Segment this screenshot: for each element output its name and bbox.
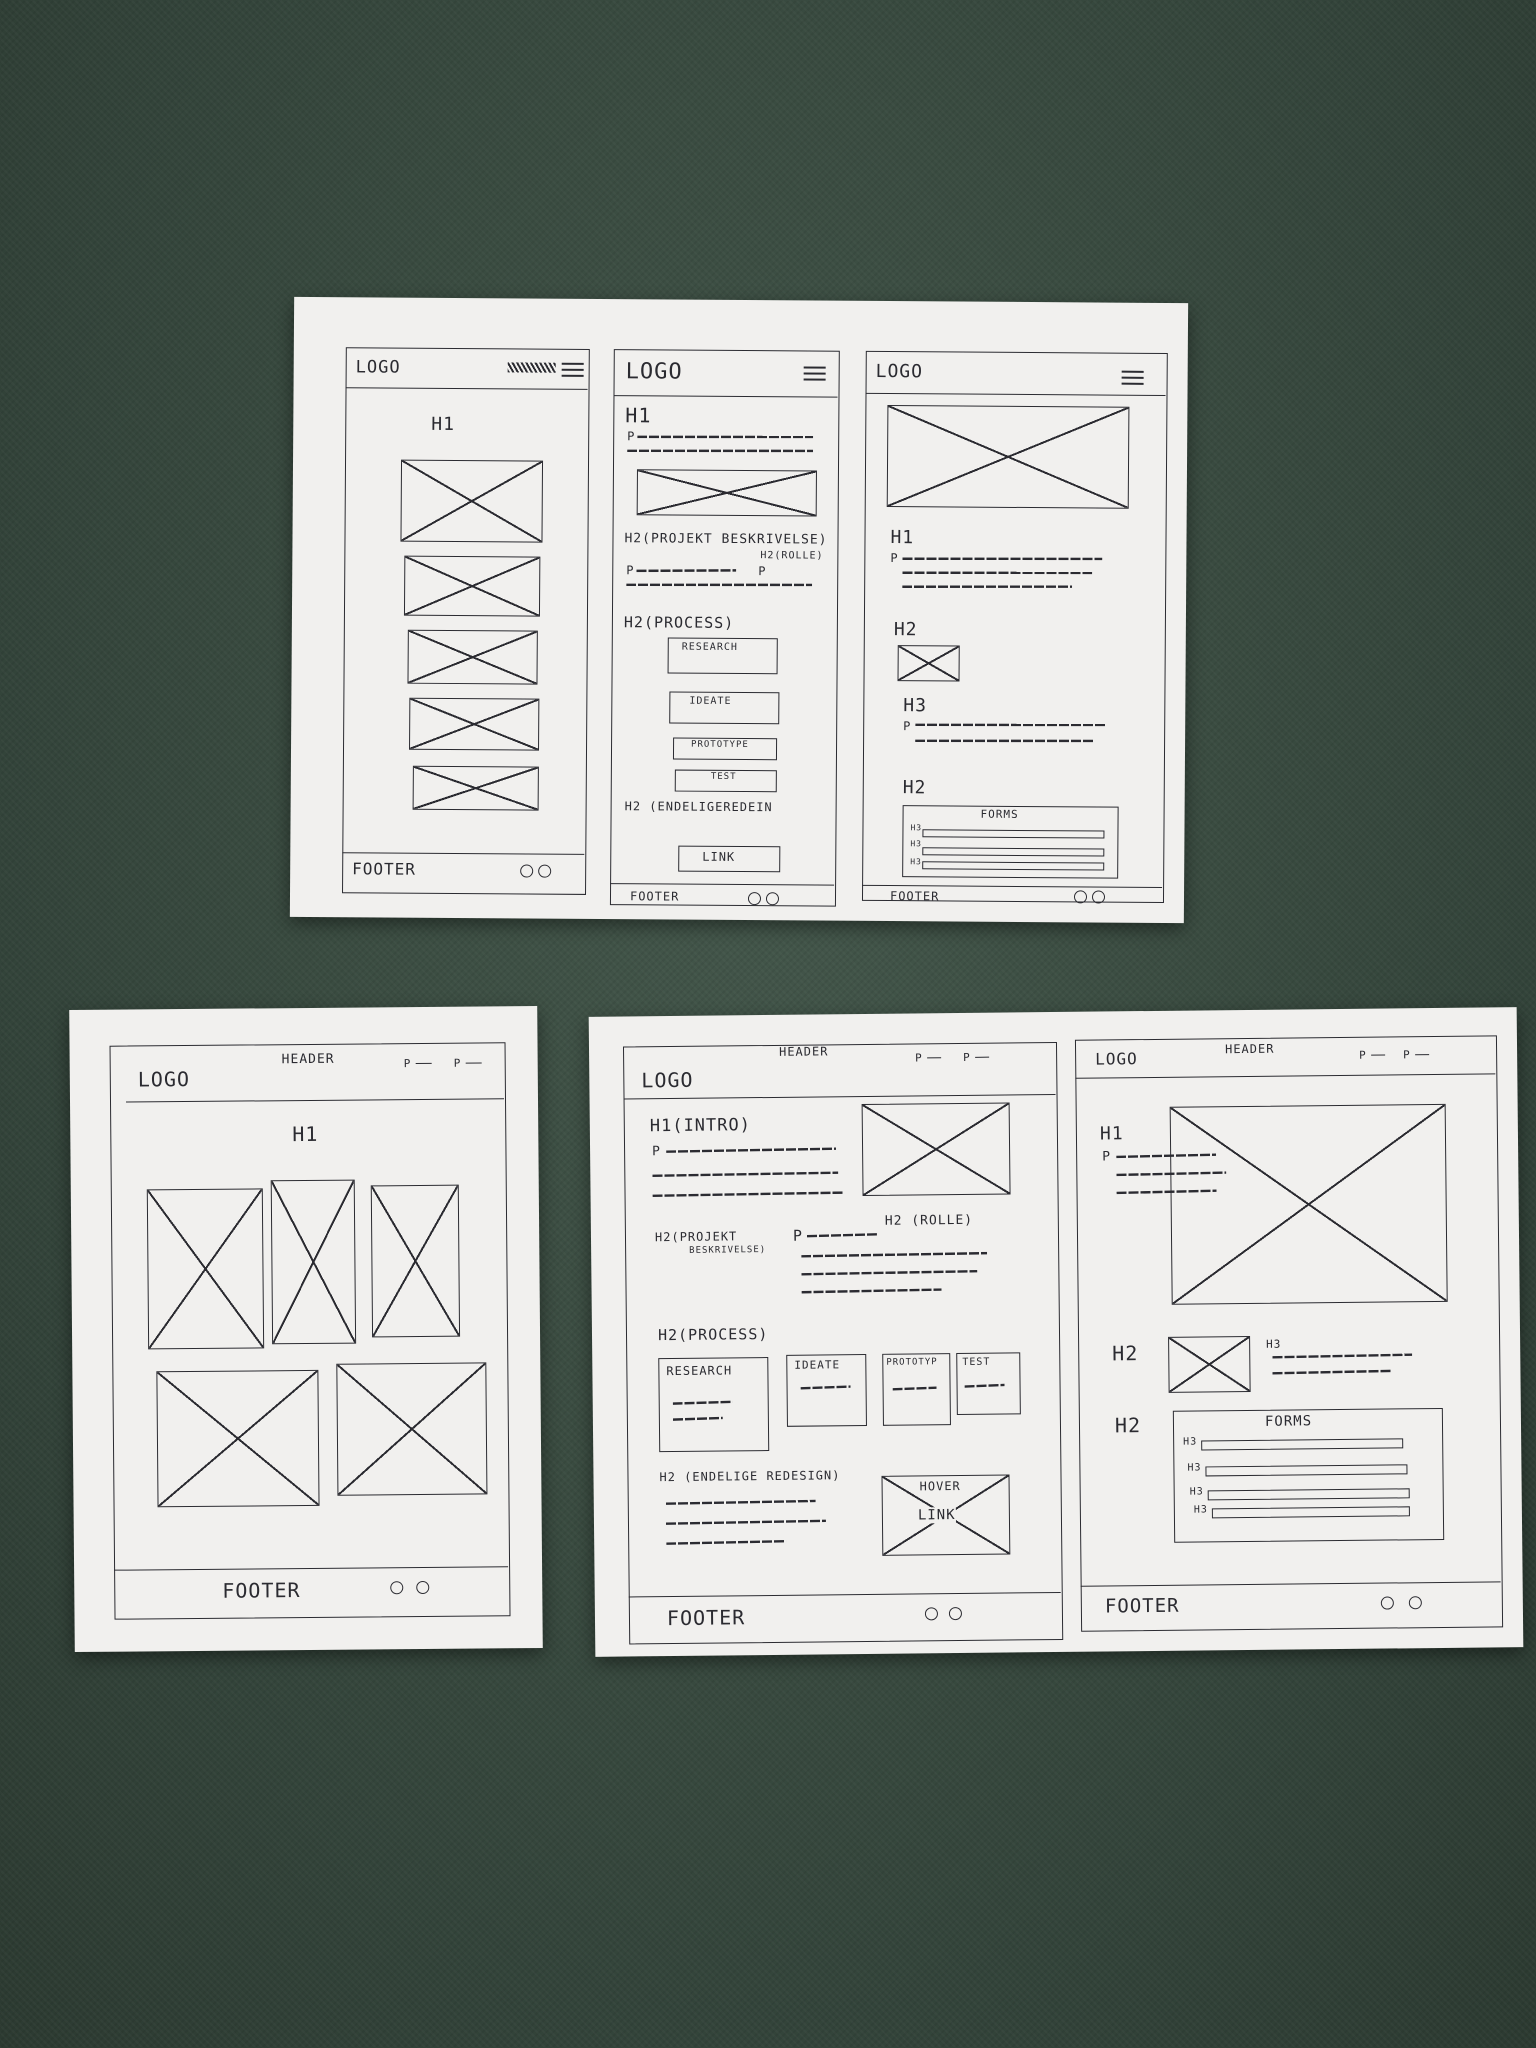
- nav-link: P: [1359, 1048, 1367, 1062]
- paragraph-marker: P: [792, 1226, 804, 1245]
- footer-label: FOOTER: [629, 889, 680, 904]
- image-placeholder: [407, 629, 538, 685]
- image-placeholder: [146, 1188, 265, 1350]
- image-placeholder: [370, 1184, 461, 1338]
- heading-h1: H1: [625, 403, 652, 428]
- image-placeholder: [403, 555, 541, 617]
- image-placeholder: [412, 765, 539, 811]
- sketch-sheet-right: HEADER P P LOGO H1(INTRO) P H2(PROJEKT B…: [588, 1007, 1524, 1657]
- heading-h2: H2 (ENDELIGEREDEIN: [624, 799, 773, 815]
- form-field: [1207, 1488, 1410, 1501]
- image-placeholder: [409, 697, 540, 751]
- paragraph-marker: P: [758, 564, 767, 579]
- footer-label: FOOTER: [352, 859, 417, 879]
- image-placeholder: [1169, 1103, 1448, 1305]
- header-label: HEADER: [281, 1051, 335, 1068]
- image-placeholder: [270, 1179, 357, 1345]
- paragraph-marker: P: [652, 1144, 661, 1160]
- heading-h2: H2 (ENDELIGE REDESIGN): [659, 1468, 841, 1485]
- header-label: HEADER: [778, 1044, 829, 1059]
- nav-link: P: [1403, 1048, 1411, 1062]
- image-placeholder: [897, 645, 960, 682]
- paragraph-marker: P: [890, 551, 899, 566]
- nav-link: P: [915, 1051, 923, 1065]
- social-icon: [1380, 1596, 1394, 1610]
- hamburger-menu-icon: [1121, 370, 1144, 385]
- sketch-sheet-top: LOGO H1 FOOTER LOGO H1 P H2(PROJEKT BESK…: [289, 296, 1189, 924]
- heading-h1: H1: [890, 527, 915, 549]
- heading-h2: H2(ROLLE): [760, 550, 824, 562]
- form-field: [922, 829, 1105, 839]
- social-icon: [1073, 890, 1088, 904]
- paragraph-marker: P: [627, 429, 636, 444]
- form-field: [1205, 1464, 1408, 1477]
- heading-h3: H3: [903, 695, 928, 717]
- form-field: [922, 847, 1105, 857]
- social-icon: [747, 892, 762, 906]
- social-icon: [765, 892, 780, 906]
- social-icon: [1408, 1596, 1422, 1610]
- paragraph-marker: P: [1102, 1149, 1112, 1165]
- image-placeholder: [336, 1362, 488, 1496]
- heading-h2: H2: [902, 777, 927, 799]
- social-icon: [924, 1607, 939, 1621]
- paragraph-marker: P: [626, 563, 635, 578]
- form-field: [1211, 1506, 1410, 1519]
- social-icon: [1091, 890, 1106, 904]
- social-icon: [538, 864, 552, 878]
- form-field: [1201, 1438, 1404, 1451]
- heading-h2: H2: [893, 619, 918, 641]
- hamburger-menu-icon: [803, 366, 826, 381]
- image-placeholder: [156, 1369, 320, 1508]
- image-placeholder: [400, 459, 544, 543]
- nav-link: P: [453, 1056, 462, 1070]
- paragraph-marker: P: [903, 719, 912, 734]
- wireframe-frame: [342, 347, 590, 895]
- heading-h3: H3: [1266, 1337, 1282, 1351]
- heading-h2: H2(PROJEKT: [654, 1229, 738, 1245]
- nav-link: P: [403, 1057, 412, 1071]
- scribbled-out-text: [507, 362, 556, 373]
- footer-label: FOOTER: [1104, 1594, 1180, 1618]
- logo-label: LOGO: [137, 1067, 191, 1092]
- image-placeholder: [861, 1102, 1011, 1197]
- heading-h2: H2 (ROLLE): [884, 1212, 974, 1229]
- footer-label: FOOTER: [222, 1578, 301, 1603]
- heading-h2: H2: [1114, 1413, 1142, 1438]
- sketch-sheet-left: LOGO HEADER P P H1 FOOTER: [69, 1005, 543, 1653]
- hamburger-menu-icon: [561, 362, 584, 377]
- form-field: [922, 861, 1105, 871]
- heading-h2: H2: [1112, 1341, 1139, 1366]
- footer-label: FOOTER: [666, 1605, 746, 1631]
- nav-link: P: [963, 1050, 971, 1064]
- logo-label: LOGO: [625, 359, 683, 385]
- header-label: HEADER: [1224, 1041, 1275, 1057]
- social-icon: [520, 864, 534, 878]
- footer-label: FOOTER: [889, 889, 940, 904]
- heading-h2: H2(PROCESS): [623, 613, 735, 632]
- image-placeholder: [1168, 1335, 1251, 1393]
- logo-label: LOGO: [641, 1067, 694, 1093]
- heading-h1: H1(INTRO): [649, 1115, 752, 1137]
- logo-label: LOGO: [875, 360, 924, 383]
- heading-h1: H1: [431, 413, 456, 436]
- heading-h1: H1: [1099, 1123, 1124, 1145]
- social-icon: [390, 1581, 404, 1595]
- image-placeholder: [636, 469, 817, 517]
- logo-label: LOGO: [1095, 1049, 1138, 1069]
- image-placeholder: [886, 405, 1130, 509]
- heading-h2: H2(PROJEKT BESKRIVELSE): [624, 531, 828, 548]
- heading-h2: H2(PROCESS): [657, 1325, 769, 1345]
- heading-h1: H1: [292, 1121, 319, 1147]
- logo-label: LOGO: [355, 357, 401, 378]
- social-icon: [416, 1580, 430, 1595]
- social-icon: [948, 1607, 963, 1621]
